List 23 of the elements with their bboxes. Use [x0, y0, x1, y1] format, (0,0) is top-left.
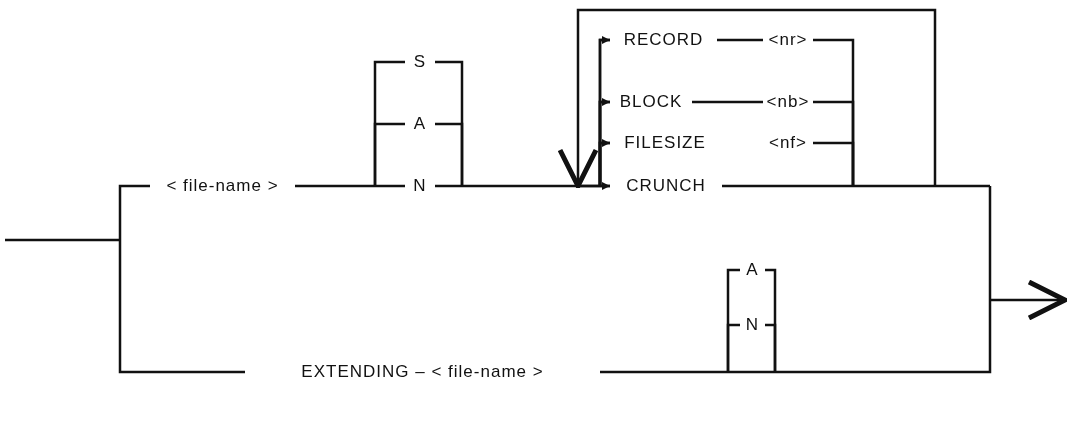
railroad-line: [813, 141, 855, 186]
railroad-line: [435, 122, 464, 186]
railroad-line: [373, 184, 405, 188]
railroad-line: [295, 184, 375, 188]
arrow: [557, 8, 937, 189]
railroad-line: [775, 300, 992, 374]
railroad-line: [722, 184, 853, 188]
railroad-line: [692, 100, 763, 104]
railroad-line: [726, 323, 740, 372]
railroad-line: [373, 122, 405, 186]
railroad-line: [118, 240, 245, 374]
railroad-line: [765, 323, 777, 372]
railroad-line: [728, 370, 775, 374]
railroad-line: [578, 184, 600, 188]
railroad-line: [717, 38, 763, 42]
railroad-line: [600, 370, 728, 374]
railroad-line: [435, 184, 464, 188]
arrow: [990, 279, 1068, 321]
railroad-line: [118, 184, 150, 240]
railroad-line: [935, 184, 990, 188]
railroad-line: [988, 186, 992, 300]
railroad-line: [853, 184, 935, 188]
railroad-line: [5, 238, 120, 242]
